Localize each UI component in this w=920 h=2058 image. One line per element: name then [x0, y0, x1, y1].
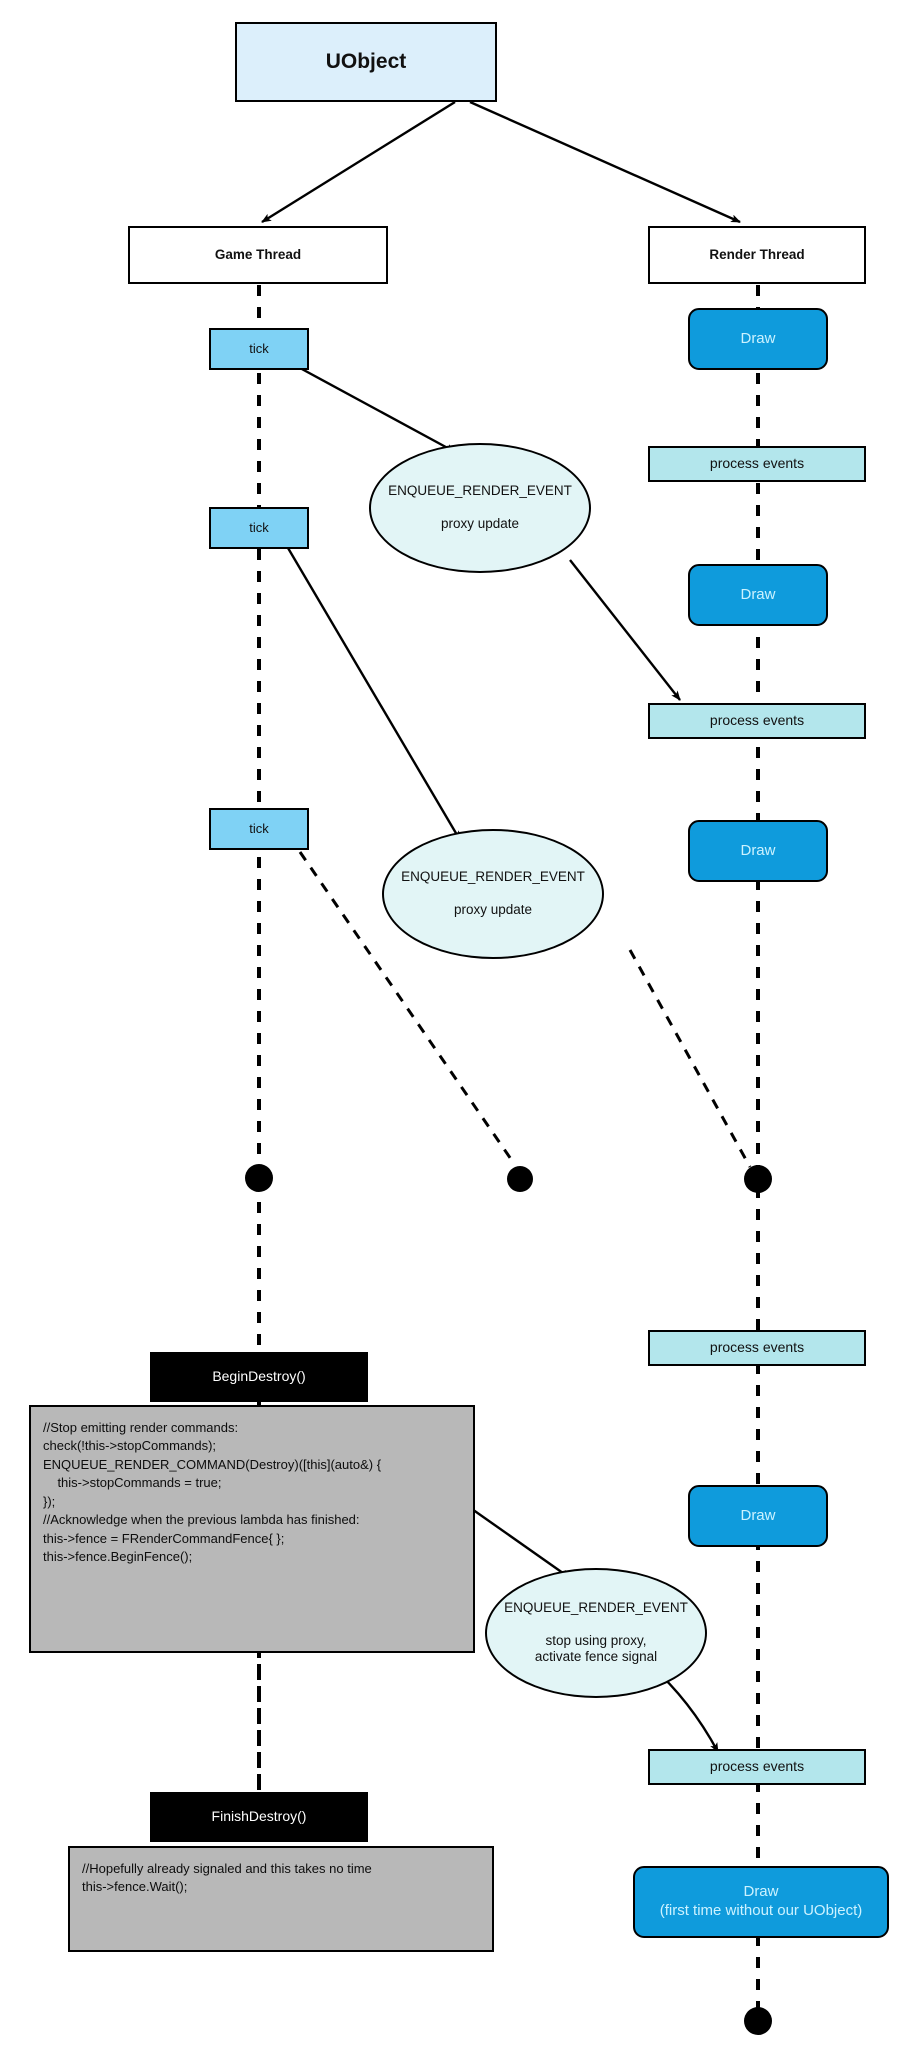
dashed-event2-trail — [628, 949, 752, 1168]
render-thread-draw-final[interactable]: Draw (first time without our UObject) — [633, 1866, 889, 1938]
render-thread-process-events-1[interactable]: process events — [648, 446, 866, 482]
render-thread-process-events-3[interactable]: process events — [648, 1330, 866, 1366]
uobject-box[interactable]: UObject — [235, 22, 497, 102]
arrow-event1-to-process-events2 — [569, 559, 681, 701]
tick-label: tick — [249, 340, 269, 356]
process-events-label: process events — [709, 712, 805, 729]
render-thread-process-events-2[interactable]: process events — [648, 703, 866, 739]
process-events-label: process events — [709, 1339, 805, 1356]
game-thread-box[interactable]: Game Thread — [128, 226, 388, 284]
begin-destroy-code: //Stop emitting render commands: check(!… — [43, 1420, 382, 1565]
draw-label: Draw — [740, 585, 776, 603]
begin-destroy-label: BeginDestroy() — [212, 1368, 306, 1385]
arrow-tick1-to-event1 — [299, 366, 456, 454]
event-title: ENQUEUE_RENDER_EVENT — [401, 869, 585, 885]
lifeline-dot-render-thread — [744, 1165, 772, 1193]
lifeline-dot-game-thread — [245, 1164, 273, 1192]
event-body: stop using proxy, activate fence signal — [534, 1632, 658, 1665]
lifeline-dot-enqueued-event — [507, 1166, 533, 1192]
event-title: ENQUEUE_RENDER_EVENT — [388, 483, 572, 499]
draw-label: Draw — [743, 1883, 779, 1901]
render-thread-draw-3[interactable]: Draw — [688, 820, 828, 882]
render-thread-label: Render Thread — [709, 246, 805, 262]
draw-sublabel: (first time without our UObject) — [659, 1902, 863, 1919]
arrow-tick2-to-event2 — [286, 547, 462, 841]
event-body: proxy update — [453, 902, 533, 917]
render-thread-process-events-4[interactable]: process events — [648, 1749, 866, 1785]
draw-label: Draw — [740, 329, 776, 347]
begin-destroy-bar[interactable]: BeginDestroy() — [150, 1352, 368, 1402]
render-thread-draw-2[interactable]: Draw — [688, 564, 828, 626]
game-thread-tick-1[interactable]: tick — [209, 328, 309, 370]
game-thread-tick-2[interactable]: tick — [209, 507, 309, 549]
lifeline-dot-render-thread-end — [744, 2007, 772, 2035]
finish-destroy-code-note: //Hopefully already signaled and this ta… — [68, 1846, 494, 1952]
render-thread-draw-1[interactable]: Draw — [688, 308, 828, 370]
enqueue-render-event-1[interactable]: ENQUEUE_RENDER_EVENT proxy update — [369, 443, 591, 573]
game-thread-label: Game Thread — [214, 246, 302, 262]
finish-destroy-bar[interactable]: FinishDestroy() — [150, 1792, 368, 1842]
tick-label: tick — [249, 519, 269, 535]
enqueue-render-event-3[interactable]: ENQUEUE_RENDER_EVENT stop using proxy, a… — [485, 1568, 707, 1698]
render-thread-box[interactable]: Render Thread — [648, 226, 866, 284]
arrow-uobject-to-render-thread — [469, 100, 741, 224]
arrow-uobject-to-game-thread — [261, 100, 456, 224]
render-thread-draw-4[interactable]: Draw — [688, 1485, 828, 1547]
process-events-label: process events — [709, 455, 805, 472]
finish-destroy-code: //Hopefully already signaled and this ta… — [82, 1861, 372, 1895]
begin-destroy-code-note: //Stop emitting render commands: check(!… — [29, 1405, 475, 1653]
process-events-label: process events — [709, 1758, 805, 1775]
tick-label: tick — [249, 820, 269, 836]
finish-destroy-label: FinishDestroy() — [211, 1808, 307, 1825]
event-title: ENQUEUE_RENDER_EVENT — [504, 1599, 688, 1615]
enqueue-render-event-2[interactable]: ENQUEUE_RENDER_EVENT proxy update — [382, 829, 604, 959]
game-thread-tick-3[interactable]: tick — [209, 808, 309, 850]
event-body: proxy update — [440, 516, 520, 531]
draw-label: Draw — [740, 841, 776, 859]
uobject-label: UObject — [325, 49, 407, 73]
draw-label: Draw — [740, 1506, 776, 1524]
